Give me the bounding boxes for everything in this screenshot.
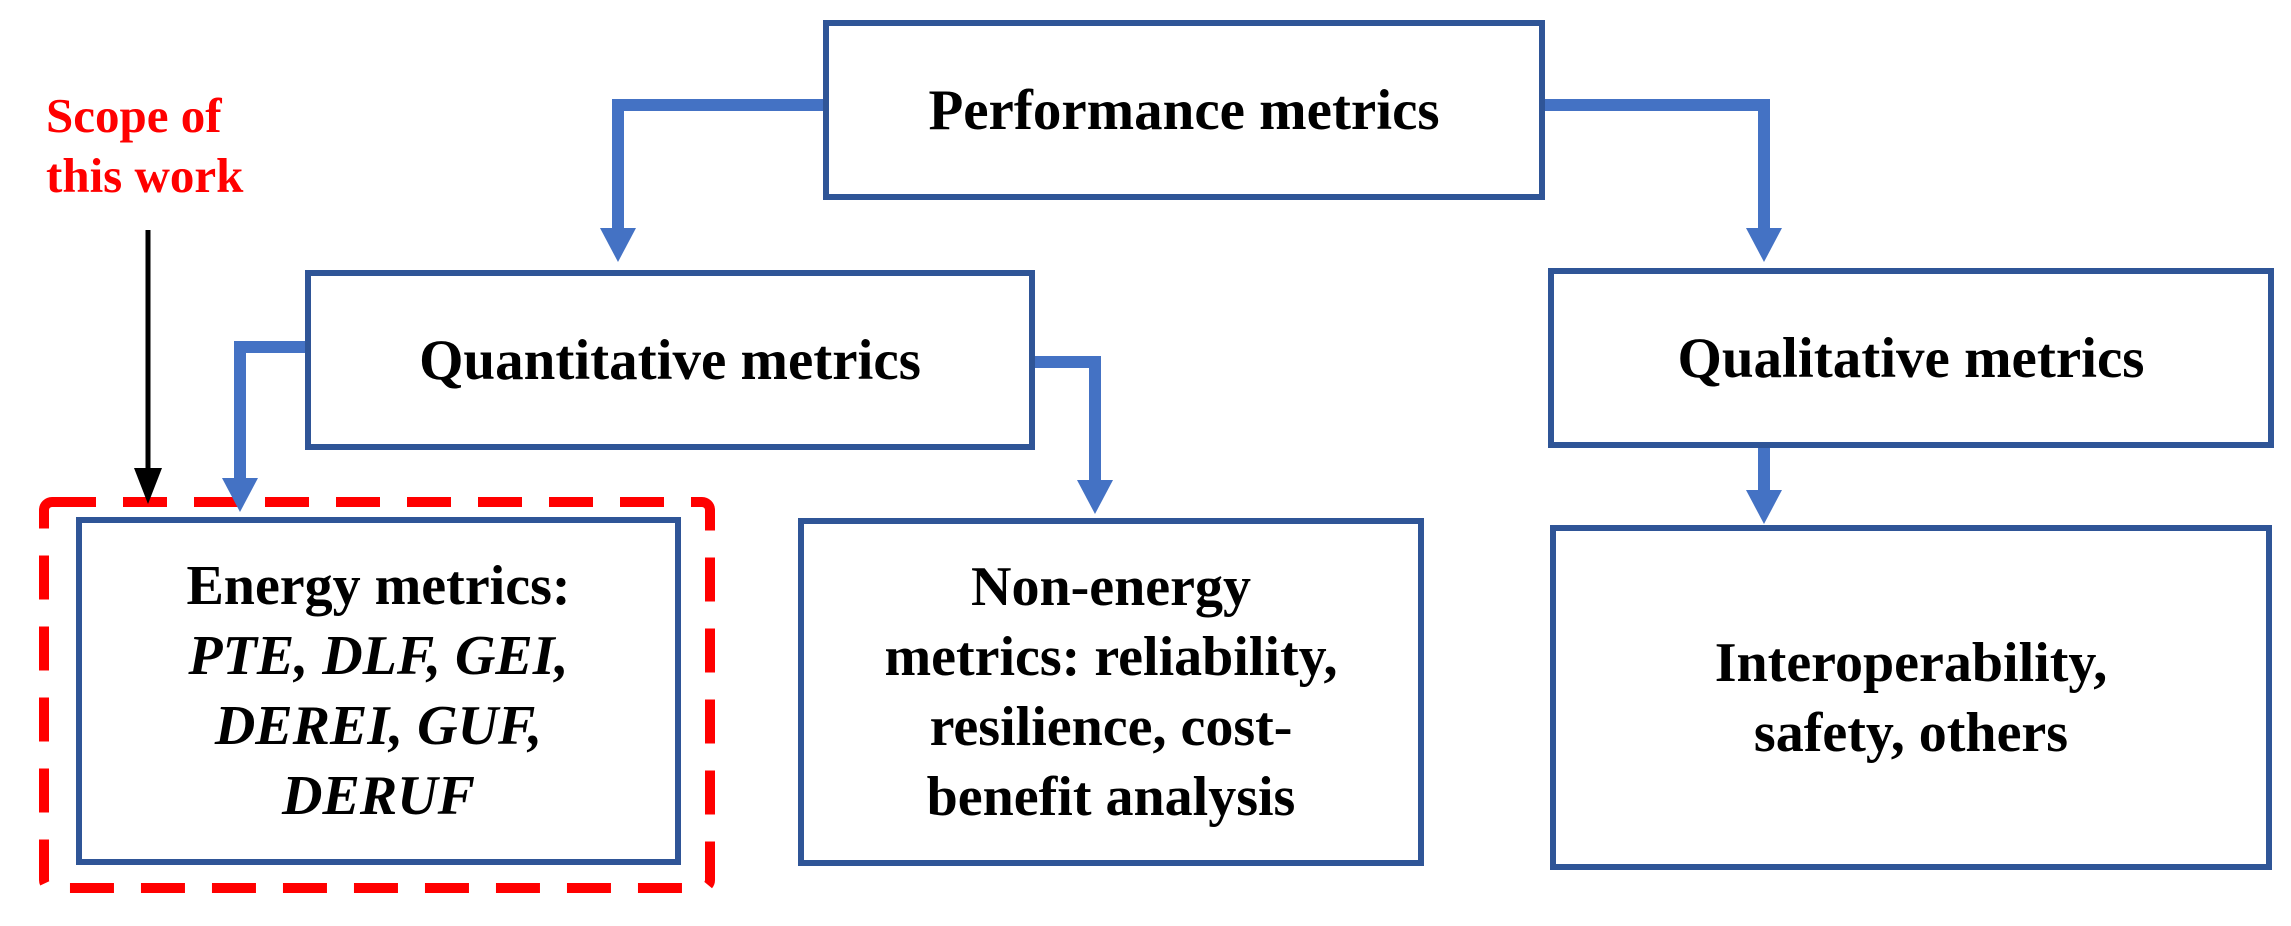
node-qualitative-metrics: Qualitative metrics [1548, 268, 2274, 448]
arrow-down-icon [1077, 480, 1113, 514]
node-interoperability-safety-others: Interoperability, safety, others [1550, 525, 2272, 870]
connector-quantitative-to-nonenergy [1035, 356, 1113, 514]
connector-qualitative-to-interoperability [1746, 448, 1782, 524]
node-label: Qualitative metrics [1677, 326, 2145, 390]
node-label-line: DEREI, GUF, [214, 695, 543, 757]
arrow-down-icon [1746, 228, 1782, 262]
arrow-down-icon [222, 478, 258, 512]
node-performance-metrics: Performance metrics [823, 20, 1545, 200]
node-label-line: safety, others [1753, 701, 2069, 764]
node-label: Quantitative metrics [419, 328, 921, 392]
node-label-line: Interoperability, [1714, 631, 2108, 694]
node-label-line: DERUF [282, 765, 475, 827]
node-label-line: Energy metrics: [186, 555, 571, 617]
scope-annotation-line: Scope of [46, 88, 222, 143]
scope-annotation-line: this work [46, 148, 244, 203]
node-label-line: benefit analysis [926, 766, 1296, 828]
arrow-down-icon [134, 468, 162, 504]
connector-performance-to-qualitative [1545, 99, 1782, 262]
node-label-line: PTE, DLF, GEI, [188, 625, 569, 687]
node-label-line: resilience, cost- [929, 696, 1293, 758]
node-label-line: metrics: reliability, [884, 626, 1338, 688]
node-non-energy-metrics: Non-energy metrics: reliability, resilie… [798, 518, 1424, 866]
scope-pointer-arrow [134, 230, 162, 504]
node-energy-metrics: Energy metrics: PTE, DLF, GEI, DEREI, GU… [76, 517, 681, 865]
scope-annotation: Scope of this work [46, 86, 243, 206]
node-label: Performance metrics [928, 78, 1440, 142]
arrow-down-icon [1746, 490, 1782, 524]
connector-performance-to-quantitative [600, 99, 823, 262]
arrow-down-icon [600, 228, 636, 262]
node-quantitative-metrics: Quantitative metrics [305, 270, 1035, 450]
scope-dashed-outline [39, 497, 715, 893]
connector-quantitative-to-energy [222, 341, 305, 512]
node-label-line: Non-energy [971, 556, 1251, 618]
